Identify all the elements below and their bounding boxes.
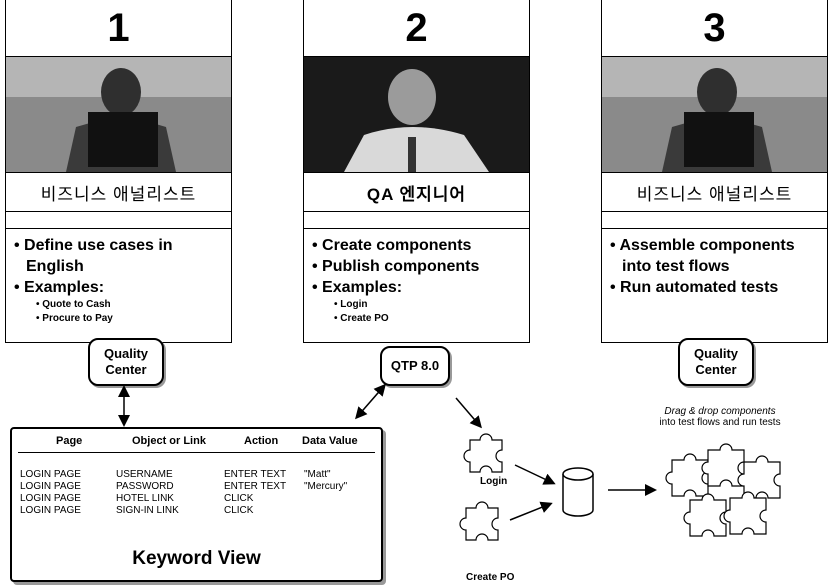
task-item: Examples: bbox=[14, 277, 231, 298]
task-item: Define use cases in English bbox=[14, 235, 231, 277]
cell: LOGIN PAGE bbox=[20, 481, 81, 492]
cell: LOGIN PAGE bbox=[20, 493, 81, 504]
role-title: QA 엔지니어 bbox=[304, 173, 529, 212]
cell: ENTER TEXT bbox=[224, 469, 287, 480]
quality-center-badge-3: Quality Center bbox=[678, 338, 754, 386]
qtp-badge: QTP 8.0 bbox=[380, 346, 450, 386]
column-2-qa-engineer: 2 QA 엔지니어 Create components Publish comp… bbox=[303, 0, 530, 343]
task-item: Publish components bbox=[312, 256, 529, 277]
keyword-view-title: Keyword View bbox=[132, 548, 261, 569]
header-object: Object or Link bbox=[132, 435, 206, 447]
qtp-label: QTP 8.0 bbox=[390, 358, 440, 373]
column-1-business-analyst: 1 비즈니스 애널리스트 Define use cases in English… bbox=[5, 0, 232, 343]
role-title: 비즈니스 애널리스트 bbox=[6, 173, 231, 212]
engineer-photo bbox=[304, 57, 529, 173]
divider bbox=[304, 212, 529, 229]
header-data: Data Value bbox=[302, 435, 358, 447]
divider bbox=[602, 212, 827, 229]
analyst-photo bbox=[6, 57, 231, 173]
create-po-puzzle-icon bbox=[459, 501, 499, 541]
cell: SIGN-IN LINK bbox=[116, 505, 179, 516]
analyst-photo bbox=[602, 57, 827, 173]
example-item: Quote to Cash bbox=[14, 298, 231, 312]
keyword-view-table: Page Object or Link Action Data Value LO… bbox=[10, 427, 383, 582]
step-number: 1 bbox=[6, 0, 231, 57]
table-row: LOGIN PAGE SIGN-IN LINK CLICK bbox=[12, 505, 381, 517]
column-3-business-analyst: 3 비즈니스 애널리스트 Assemble components into te… bbox=[601, 0, 828, 343]
example-item: Create PO bbox=[312, 312, 529, 326]
header-action: Action bbox=[244, 435, 279, 447]
divider bbox=[6, 212, 231, 229]
caption-line-2: into test flows and run tests bbox=[659, 417, 781, 428]
step-number: 3 bbox=[602, 0, 827, 57]
qtp-to-login-arrow bbox=[455, 397, 482, 429]
example-item: Login bbox=[312, 298, 529, 312]
repository-database-icon bbox=[562, 467, 594, 517]
createpo-to-db-arrow bbox=[509, 501, 553, 521]
cell: HOTEL LINK bbox=[116, 493, 174, 504]
caption-line-1: Drag & drop components bbox=[664, 406, 776, 417]
login-label: Login bbox=[480, 476, 508, 487]
task-list: Create components Publish components Exa… bbox=[304, 235, 529, 326]
example-item: Procure to Pay bbox=[14, 312, 231, 326]
cell: ENTER TEXT bbox=[224, 481, 287, 492]
cell: "Matt" bbox=[304, 469, 331, 480]
quality-center-label: Quality Center bbox=[693, 346, 739, 377]
quality-center-label: Quality Center bbox=[103, 346, 149, 377]
task-list: Assemble components into test flows Run … bbox=[602, 235, 827, 298]
task-item: Create components bbox=[312, 235, 529, 256]
header-page: Page bbox=[56, 435, 83, 447]
login-to-db-arrow bbox=[514, 464, 556, 485]
table-row: LOGIN PAGE USERNAME ENTER TEXT "Matt" bbox=[12, 469, 381, 481]
table-header: Page Object or Link Action Data Value bbox=[12, 435, 381, 451]
drag-drop-caption: Drag & drop components into test flows a… bbox=[630, 406, 810, 428]
quality-center-badge-1: Quality Center bbox=[88, 338, 164, 386]
cell: PASSWORD bbox=[116, 481, 174, 492]
cell: LOGIN PAGE bbox=[20, 469, 81, 480]
assembled-puzzle-icon bbox=[665, 443, 781, 537]
task-list: Define use cases in English Examples: Qu… bbox=[6, 235, 231, 326]
login-puzzle-icon bbox=[463, 433, 503, 473]
create-po-label: Create PO bbox=[466, 572, 515, 583]
cell: USERNAME bbox=[116, 469, 173, 480]
cell: "Mercury" bbox=[304, 481, 348, 492]
cell: CLICK bbox=[224, 505, 254, 516]
cell: LOGIN PAGE bbox=[20, 505, 81, 516]
task-item: Examples: bbox=[312, 277, 529, 298]
table-row: LOGIN PAGE PASSWORD ENTER TEXT "Mercury" bbox=[12, 481, 381, 493]
cell: CLICK bbox=[224, 493, 254, 504]
task-item: Assemble components into test flows bbox=[610, 235, 827, 277]
task-item: Run automated tests bbox=[610, 277, 827, 298]
step-number: 2 bbox=[304, 0, 529, 57]
qtp-to-keyword-arrow bbox=[355, 383, 386, 420]
table-row: LOGIN PAGE HOTEL LINK CLICK bbox=[12, 493, 381, 505]
role-title: 비즈니스 애널리스트 bbox=[602, 173, 827, 212]
header-divider bbox=[18, 452, 375, 453]
